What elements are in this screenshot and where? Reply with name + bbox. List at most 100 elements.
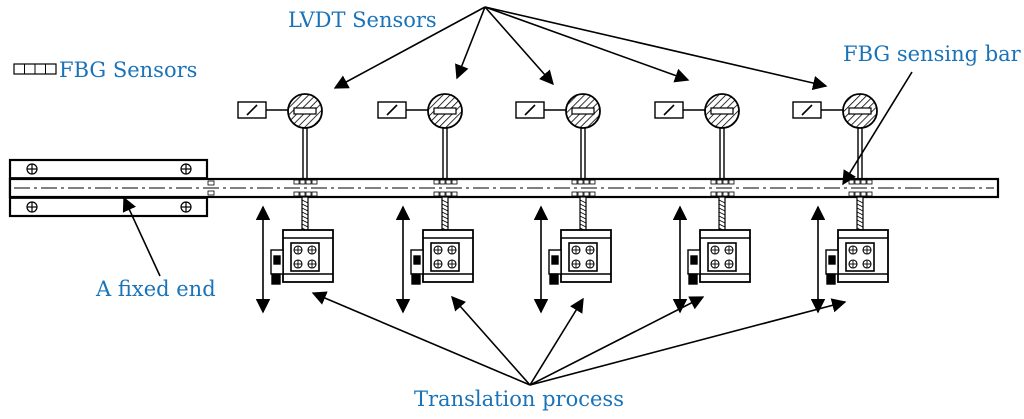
lvdt-readout-box [377,101,407,119]
clamp-screw-icon [26,163,192,213]
rod-thread [301,211,309,216]
lvdt-arrow [484,6,690,83]
stage-plate [430,242,460,272]
fbg-sensors-label: FBG Sensors [59,58,197,82]
knob-thimble [271,273,281,285]
lvdt-head-slot [571,107,595,115]
measurement-unit [377,93,474,314]
fbg-sensor-mark [433,179,458,197]
knob-thimble [688,273,698,285]
rod-thread [579,203,587,208]
rod-thread [301,203,309,208]
fbg-sensor-mark [710,179,735,197]
fbg-sensor-cell [577,191,584,197]
translation-stage [560,229,612,283]
stage-plate [845,242,875,272]
translation-stage [282,229,334,283]
rod-thread [579,199,587,204]
knob-thimble [826,273,836,285]
fbg-sensor-cell [716,191,723,197]
fbg-sensor-cell [866,179,873,185]
lvdt-sensor-head [704,93,740,129]
rod-thread [441,199,449,204]
rod-thread [718,223,726,228]
stage-plate [290,242,320,272]
rod-thread [301,207,309,212]
fbg-sensor-mark [571,179,596,197]
knob-grip [273,255,281,265]
fbg-sensor-cell [728,191,735,197]
micrometer-knob [548,249,562,285]
rod-thread [579,219,587,224]
stage-connecting-rod [579,196,587,232]
knob-grip [551,255,559,265]
fbg-sensor-cell [451,191,458,197]
fbg-sensor-cell [583,191,590,197]
lvdt-arrow [455,6,486,80]
fbg-sensor-cell [311,179,318,185]
lvdt-arrow [333,6,486,89]
rod-thread [718,207,726,212]
translation-process-label: Translation process [414,387,624,411]
micrometer-knob [410,249,424,285]
rod-thread [579,215,587,220]
lvdt-arrow [484,6,828,91]
rod-thread [718,211,726,216]
lvdt-readout-box [237,101,267,119]
rod-thread [441,219,449,224]
rod-thread [441,215,449,220]
fbg-sensor-mark [848,179,873,197]
translation-arrow [451,295,531,386]
fbg-sensor-cell [710,191,717,197]
knob-grip [413,255,421,265]
translation-stage [422,229,474,283]
fbg-sensor-cell [854,191,861,197]
rod-thread [441,207,449,212]
fbg-sensor-cell [722,179,729,185]
stage-connecting-rod [718,196,726,232]
fbg-sensor-cell [433,191,440,197]
fbg-sensors-legend: FBG Sensors [13,58,197,82]
rod-thread [856,211,864,216]
stage-plate [568,242,598,272]
fbg-sensor-cell [305,179,312,185]
pencil-icon [246,104,258,116]
translation-stage [699,229,751,283]
translation-arrow [529,298,847,386]
rod-thread [856,207,864,212]
pencil-icon [663,104,675,116]
lvdt-sensors-label: LVDT Sensors [288,8,437,32]
fbg-sensing-bar [8,177,1000,199]
lvdt-readout-box [792,101,822,119]
measurement-unit [654,93,751,314]
lvdt-readout-box [515,101,545,119]
fbg-sensor-cell [293,191,300,197]
rod-thread [441,203,449,208]
rod-thread [856,215,864,220]
rod-thread [301,199,309,204]
fbg-sensor-cell [571,179,578,185]
fbg-sensor-cell [860,179,867,185]
micrometer-knob [270,249,284,285]
stage-connecting-rod [301,196,309,232]
knob-thimble [411,273,421,285]
translation-arrow [311,291,531,386]
stage-connecting-rod [856,196,864,232]
knob-grip [828,255,836,265]
fbg-sensing-bar-label: FBG sensing bar [843,42,1022,66]
knob-grip [690,255,698,265]
fbg-sensor-cell [299,179,306,185]
lvdt-sensor-head [842,93,878,129]
fbg-sensor-cell [848,191,855,197]
rod-thread [856,223,864,228]
fbg-sensor-cell [577,179,584,185]
lvdt-sensor-head [287,93,323,129]
fbg-sensor-cell [571,191,578,197]
fbg-sensor-legend-icon [13,63,57,75]
fbg-sensor-cell [305,191,312,197]
measurement-unit [237,93,334,314]
rod-thread [856,219,864,224]
rod-thread [441,211,449,216]
rod-thread [301,219,309,224]
